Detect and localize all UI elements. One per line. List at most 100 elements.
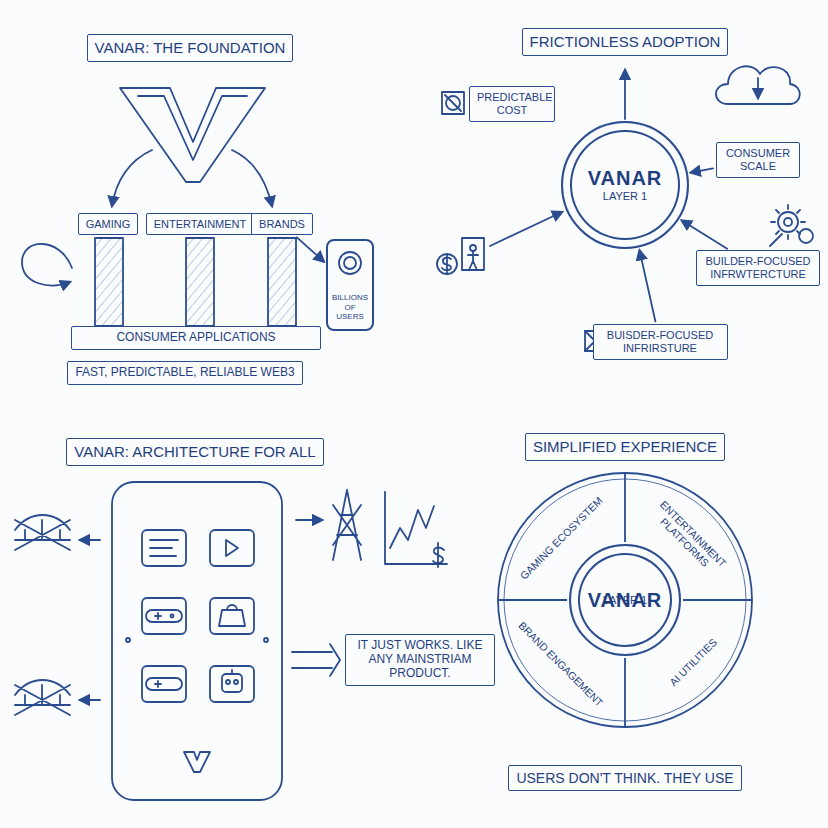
v-logo	[138, 96, 247, 160]
ring-line	[498, 473, 752, 727]
phone-outline	[231, 670, 233, 674]
cost-icon	[442, 92, 464, 114]
panel-title: VANAR: THE FOUNDATION	[87, 34, 294, 61]
pillar-label: GAMING	[78, 213, 139, 236]
phone-outline	[184, 752, 210, 772]
phone-outline	[112, 482, 282, 800]
arrow	[490, 212, 562, 246]
pillar	[268, 238, 296, 326]
segment-label: AI UTILITIES	[667, 636, 719, 688]
phone-outline	[142, 666, 186, 702]
gear-icon	[799, 229, 813, 243]
arrow-up	[624, 70, 626, 119]
phone-outline	[112, 482, 282, 800]
cloud-icon	[757, 78, 759, 98]
base-box: CONSUMER APPLICATIONS	[71, 326, 321, 350]
phone-outline	[210, 530, 254, 566]
node-text: FRICTIONLESS ADOPTION	[530, 33, 721, 50]
v-logo	[120, 88, 265, 182]
phone-outline	[264, 638, 268, 642]
crossed-bridge	[15, 515, 70, 550]
cloud-icon	[716, 66, 800, 104]
connector-arrow	[682, 220, 727, 248]
node-text: FAST, PREDICTABLE, RELIABLE WEB3	[75, 366, 294, 380]
pillar	[95, 238, 296, 326]
panel-title: FRICTIONLESS ADOPTION	[522, 28, 729, 55]
feature-box: BUISDER-FOCUSED INFRIRSTURE	[593, 324, 728, 359]
person-icon	[437, 238, 484, 274]
phone-outline	[222, 674, 242, 692]
pillar	[186, 238, 214, 326]
panel-title: VANAR: ARCHITECTURE FOR ALL	[66, 438, 323, 465]
node-text: GAMING	[86, 218, 131, 231]
person-icon	[437, 254, 457, 274]
arrow	[490, 212, 562, 246]
phone-outline	[150, 540, 178, 556]
note-box: IT JUST WORKS. LIKE ANY MAINSTRIAM PRODU…	[345, 634, 495, 685]
phone-outline	[142, 598, 186, 634]
phone-icon	[339, 252, 361, 274]
cost-icon	[446, 96, 460, 110]
crossed-bridge	[15, 515, 100, 715]
person-icon	[442, 255, 451, 274]
person-icon	[462, 238, 484, 270]
chart-icon	[385, 492, 447, 567]
phone-outline	[146, 678, 182, 690]
phone-outline	[146, 610, 182, 622]
phone-outline	[226, 680, 230, 684]
node-text: SIMPLIFIED EXPERIENCE	[533, 438, 717, 455]
feature-box: PREDICTABLE COST	[469, 86, 555, 121]
curved-arrow	[22, 150, 272, 285]
pillar-label: ENTERTAINMENT	[146, 213, 255, 236]
node-text: BUISDER-FOCUSED INFRIRSTURE	[601, 329, 720, 354]
curved-arrow	[22, 244, 72, 285]
node-text: BRANDS	[259, 218, 305, 231]
connector-arrow	[691, 168, 713, 172]
node-text: CONSUMER SCALE	[724, 147, 792, 172]
ring-line	[498, 473, 752, 727]
node-text: CONSUMER APPLICATIONS	[79, 331, 313, 345]
node-text: BUILDER-FOCUSED INFRWTERCTURE	[704, 255, 812, 280]
node-text: PREDICTABLE COST	[477, 91, 547, 116]
node-text: VANAR: THE FOUNDATION	[95, 39, 286, 56]
gear-icon	[771, 205, 805, 239]
crossed-tower	[333, 490, 361, 560]
phone-outline	[226, 540, 238, 556]
gear-icon	[778, 212, 798, 232]
crossed-tower	[296, 519, 322, 521]
phone-icon	[344, 257, 356, 269]
person-icon	[468, 251, 478, 270]
phone-outline	[126, 638, 130, 642]
gear-icon	[770, 205, 813, 246]
curved-arrow	[232, 150, 272, 206]
tagline-box: USERS DON'T THINK. THEY USE	[508, 765, 741, 791]
core-circle: VANARLAYER 1	[561, 121, 689, 249]
node-text: VANAR	[588, 167, 663, 190]
node-text: LAYER 1	[603, 190, 647, 203]
crossed-tower	[296, 490, 361, 560]
pillar-label: BRANDS	[251, 213, 313, 236]
panel-title: SIMPLIFIED EXPERIENCE	[525, 433, 725, 460]
gear-icon	[770, 234, 782, 246]
node-text: LAYER 1	[603, 594, 647, 607]
phone-outline	[234, 680, 238, 684]
cost-icon	[445, 95, 461, 111]
tagline-box: FAST, PREDICTABLE, RELIABLE WEB3	[67, 361, 302, 385]
cost-icon	[442, 92, 464, 114]
chart-icon	[433, 543, 444, 567]
node-text: IT JUST WORKS. LIKE ANY MAINSTRIAM PRODU…	[353, 639, 487, 680]
arrow	[292, 644, 340, 676]
connector-arrow	[640, 250, 656, 321]
crossed-bridge	[15, 680, 70, 715]
cloud-icon	[716, 66, 800, 104]
connector-arrow	[297, 237, 324, 261]
arrow	[292, 652, 332, 668]
crossed-bridge	[80, 539, 100, 541]
node-text: VANAR: ARCHITECTURE FOR ALL	[74, 443, 315, 460]
feature-box: CONSUMER SCALE	[716, 142, 800, 177]
phone-outline	[142, 530, 186, 566]
core-circle: VANARLAYER 1	[569, 544, 681, 656]
phone-outline	[210, 666, 254, 702]
